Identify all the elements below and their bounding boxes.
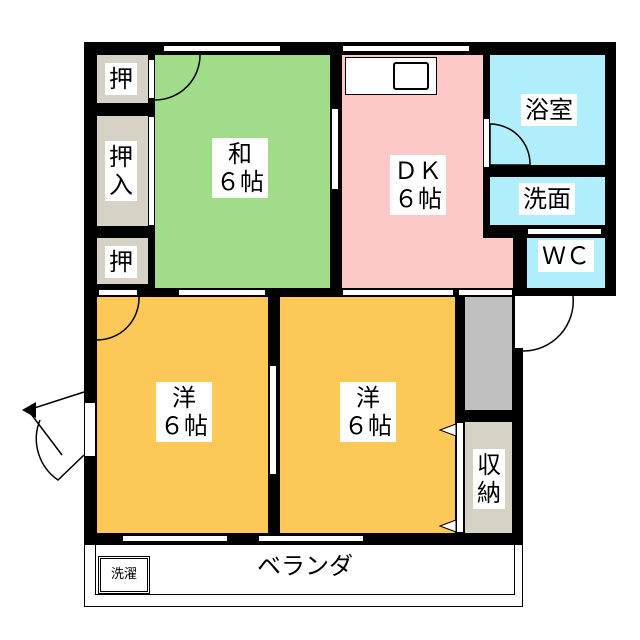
door-slide [342, 289, 454, 296]
veranda [84, 545, 523, 607]
gray-area [465, 297, 512, 410]
window [342, 45, 470, 52]
door-slide [527, 228, 602, 235]
door-slide [269, 365, 277, 475]
door-slide [98, 289, 138, 296]
label-western-right: 洋 ６帖 [340, 382, 396, 442]
label-storage: 収 納 [473, 449, 505, 509]
storage-door [456, 422, 464, 533]
label-bath: 浴室 [521, 94, 577, 126]
label-closet-mid: 押 入 [105, 141, 137, 201]
entrance-door [26, 391, 85, 481]
veranda-inner [95, 545, 515, 595]
door-swing [154, 54, 201, 101]
label-washitsu: 和 ６帖 [212, 138, 268, 198]
arrow-icon [438, 423, 457, 437]
door-slide [84, 402, 96, 457]
laundry-box: 洗濯 [98, 556, 150, 594]
label-washroom: 洗面 [519, 183, 575, 215]
label-closet-top: 押 [105, 63, 137, 95]
door-swing [489, 123, 531, 166]
entrance-arrow-icon [22, 402, 36, 418]
room-dk-ext [480, 238, 513, 288]
label-western-left: 洋 ６帖 [156, 382, 212, 442]
label-closet-bottom: 押 [105, 246, 137, 278]
door-slide [148, 116, 155, 226]
door-slide [458, 289, 513, 296]
window [178, 289, 266, 296]
entrance-opening [514, 296, 523, 348]
door-slide [148, 59, 155, 99]
label-veranda: ベランダ [257, 552, 353, 580]
door-slide [331, 108, 339, 190]
arrow-icon [438, 519, 457, 533]
label-dk: ＤＫ ６帖 [390, 155, 446, 215]
window [122, 535, 228, 542]
label-wc: ＷＣ [538, 240, 594, 272]
sink-icon [393, 62, 429, 90]
door-swing [96, 296, 140, 341]
window [163, 45, 281, 52]
window [258, 535, 364, 542]
door-swing [522, 295, 574, 352]
